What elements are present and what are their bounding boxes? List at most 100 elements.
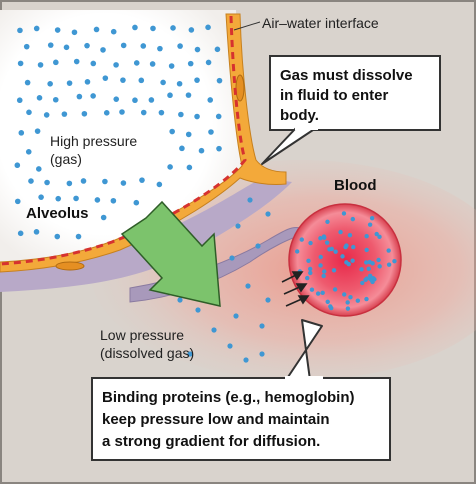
gas-molecule xyxy=(24,79,31,86)
blood-molecule xyxy=(318,236,323,241)
gas-molecule xyxy=(55,195,62,202)
blood-molecule xyxy=(321,234,327,239)
gas-molecule xyxy=(120,77,126,83)
blood-molecule xyxy=(308,270,313,276)
gas-molecule xyxy=(84,79,91,85)
gas-molecule xyxy=(140,43,147,49)
gas-molecule xyxy=(178,111,184,118)
alveolus-air-space xyxy=(0,10,248,264)
gas-molecule xyxy=(132,97,138,104)
dissolved-molecule xyxy=(265,297,271,303)
gas-molecule xyxy=(37,62,44,68)
gas-molecule xyxy=(140,109,147,116)
blood-molecule xyxy=(308,240,313,246)
gas-molecule xyxy=(194,77,200,83)
gas-molecule xyxy=(28,178,34,184)
blood-molecule xyxy=(338,229,343,235)
gas-molecule xyxy=(158,109,165,116)
gas-molecule xyxy=(38,194,44,200)
gas-molecule xyxy=(150,25,156,32)
dissolved-molecule xyxy=(243,357,249,363)
blood-molecule xyxy=(321,273,326,279)
gas-molecule xyxy=(214,46,221,53)
gas-molecule xyxy=(33,25,40,32)
gas-molecule xyxy=(100,214,107,221)
dissolved-molecule xyxy=(195,307,201,313)
blood-molecule xyxy=(377,234,382,240)
gas-molecule xyxy=(17,230,24,237)
blood-molecule xyxy=(324,240,330,245)
gas-molecule xyxy=(73,195,79,202)
blood-molecule xyxy=(350,216,356,222)
blood-molecule xyxy=(366,266,371,272)
blood-molecule xyxy=(386,248,391,253)
gas-molecule xyxy=(205,24,211,31)
blood-molecule xyxy=(320,290,325,296)
gas-molecule xyxy=(110,28,117,35)
blood-molecule xyxy=(374,231,379,237)
blood-molecule xyxy=(318,254,323,260)
gas-molecule xyxy=(156,181,163,188)
gas-molecule xyxy=(216,145,222,152)
gas-molecule xyxy=(53,59,59,66)
blood-molecule xyxy=(322,269,327,274)
binding-proteins-line-2: keep pressure low and maintain xyxy=(102,411,330,428)
blood-molecule xyxy=(294,249,300,254)
gas-molecule xyxy=(113,96,120,102)
gas-molecule xyxy=(188,27,195,33)
gas-molecule xyxy=(207,97,214,103)
gas-molecule xyxy=(102,75,109,81)
blood-molecule xyxy=(331,268,337,273)
binding-proteins-line-1: Binding proteins (e.g., hemoglobin) xyxy=(102,389,354,406)
gas-molecule xyxy=(66,80,73,86)
gas-molecule xyxy=(148,97,155,103)
gas-molecule xyxy=(194,113,200,120)
gas-molecule xyxy=(75,233,82,240)
dissolved-molecule xyxy=(227,343,233,349)
dissolved-molecule xyxy=(259,323,265,329)
gas-molecule xyxy=(215,113,222,120)
blood-molecule xyxy=(344,243,349,248)
blood-molecule xyxy=(345,306,351,311)
gas-molecule xyxy=(185,131,192,138)
blood-molecule xyxy=(342,292,347,297)
gas-molecule xyxy=(132,24,138,31)
gas-molecule xyxy=(94,197,101,203)
blood-molecule xyxy=(341,211,347,216)
alveolar-epithelium xyxy=(0,13,287,273)
gas-molecule xyxy=(17,27,23,34)
dissolved-molecule xyxy=(211,327,217,333)
gas-molecule xyxy=(133,60,140,66)
blood-molecule xyxy=(367,222,373,227)
blood-molecule xyxy=(346,262,351,267)
dissolved-molecule xyxy=(255,243,261,249)
blood-molecule xyxy=(347,233,353,238)
blood-molecule xyxy=(325,219,330,224)
blood-molecule xyxy=(305,275,310,281)
blood-molecule xyxy=(372,277,377,282)
gas-molecule xyxy=(34,128,41,134)
dissolved-molecule xyxy=(187,351,193,357)
gas-molecule xyxy=(208,129,214,135)
gas-molecule xyxy=(47,42,54,48)
gas-molecule xyxy=(102,178,108,185)
gas-molecule xyxy=(84,42,90,49)
blood-molecule xyxy=(315,291,321,296)
gas-molecule xyxy=(187,60,194,67)
gas-molecule xyxy=(47,81,53,87)
blood-molecule xyxy=(359,267,364,272)
low-pressure-sub: (dissolved gas) xyxy=(100,345,194,361)
gas-molecule xyxy=(16,97,23,104)
gas-molecule xyxy=(198,147,205,154)
dissolved-molecule xyxy=(233,313,239,319)
blood-molecule xyxy=(306,258,311,263)
gas-dissolve-line-1: Gas must dissolve xyxy=(280,67,413,84)
gas-molecule xyxy=(133,199,140,206)
gas-molecule xyxy=(14,198,21,205)
dissolved-molecule xyxy=(235,223,241,229)
gas-molecule xyxy=(120,42,127,49)
blood-molecule xyxy=(369,215,375,221)
air-water-interface-line xyxy=(0,15,247,266)
gas-molecule xyxy=(176,80,183,87)
blood-molecule xyxy=(355,298,361,303)
